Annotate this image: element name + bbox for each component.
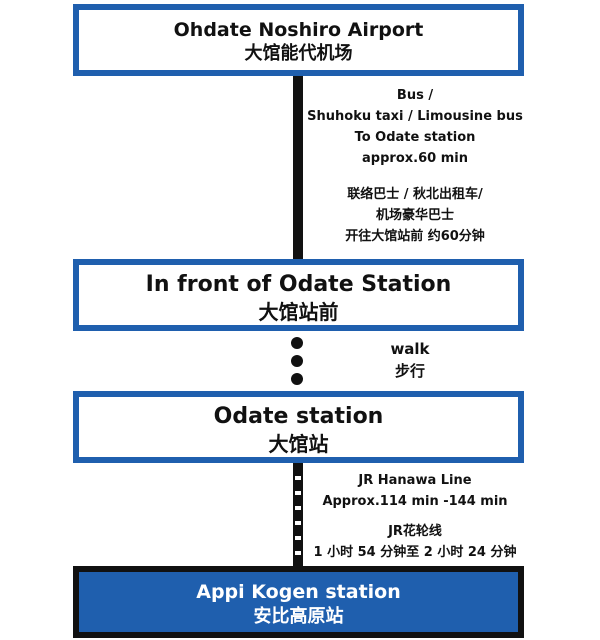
walk-note-en: walk xyxy=(390,340,430,358)
bus-note-line: Bus / xyxy=(396,88,434,103)
station-box-odate: Odate station 大馆站 xyxy=(73,391,524,463)
walk-route-note: walk 步行 xyxy=(355,338,465,382)
rail-route-note-zh: JR花轮线 1 小时 54 分钟至 2 小时 24 分钟 xyxy=(295,521,535,563)
bus-note-line: Shuhoku taxi / Limousine bus xyxy=(307,109,523,124)
rail-route-note-en: JR Hanawa Line Approx.114 min -144 min xyxy=(305,470,525,512)
station-name-en: In front of Odate Station xyxy=(145,272,452,297)
station-name-zh: 安比高原站 xyxy=(253,606,344,627)
walk-note-zh: 步行 xyxy=(394,362,425,380)
walk-route-dot xyxy=(291,373,303,385)
station-name-en: Ohdate Noshiro Airport xyxy=(173,19,424,41)
bus-note-line: 机场豪华巴士 xyxy=(375,208,454,223)
rail-note-line: JR Hanawa Line xyxy=(358,473,472,488)
bus-note-line: approx.60 min xyxy=(362,151,468,166)
rail-note-line: JR花轮线 xyxy=(388,524,442,539)
bus-note-line: 开往大馆站前 约60分钟 xyxy=(345,229,485,244)
bus-route-note-en: Bus / Shuhoku taxi / Limousine bus To Od… xyxy=(305,85,525,169)
walk-route-dot xyxy=(291,355,303,367)
bus-route-line xyxy=(293,76,303,259)
bus-note-line: To Odate station xyxy=(354,130,476,145)
station-box-appi-kogen: Appi Kogen station 安比高原站 xyxy=(73,566,524,638)
bus-route-note-zh: 联络巴士 / 秋北出租车/ 机场豪华巴士 开往大馆站前 约60分钟 xyxy=(305,184,525,247)
bus-note-line: 联络巴士 / 秋北出租车/ xyxy=(347,187,483,202)
station-name-en: Appi Kogen station xyxy=(196,581,401,603)
station-name-zh: 大馆站前 xyxy=(258,300,339,324)
station-name-en: Odate station xyxy=(213,404,384,429)
rail-note-line: 1 小时 54 分钟至 2 小时 24 分钟 xyxy=(313,545,517,560)
walk-route-dot xyxy=(291,337,303,349)
station-box-odate-front: In front of Odate Station 大馆站前 xyxy=(73,259,524,331)
station-name-zh: 大馆能代机场 xyxy=(244,43,353,64)
rail-route-line xyxy=(293,463,303,566)
rail-note-line: Approx.114 min -144 min xyxy=(322,494,508,509)
station-name-zh: 大馆站 xyxy=(268,432,329,456)
station-box-airport: Ohdate Noshiro Airport 大馆能代机场 xyxy=(73,4,524,76)
